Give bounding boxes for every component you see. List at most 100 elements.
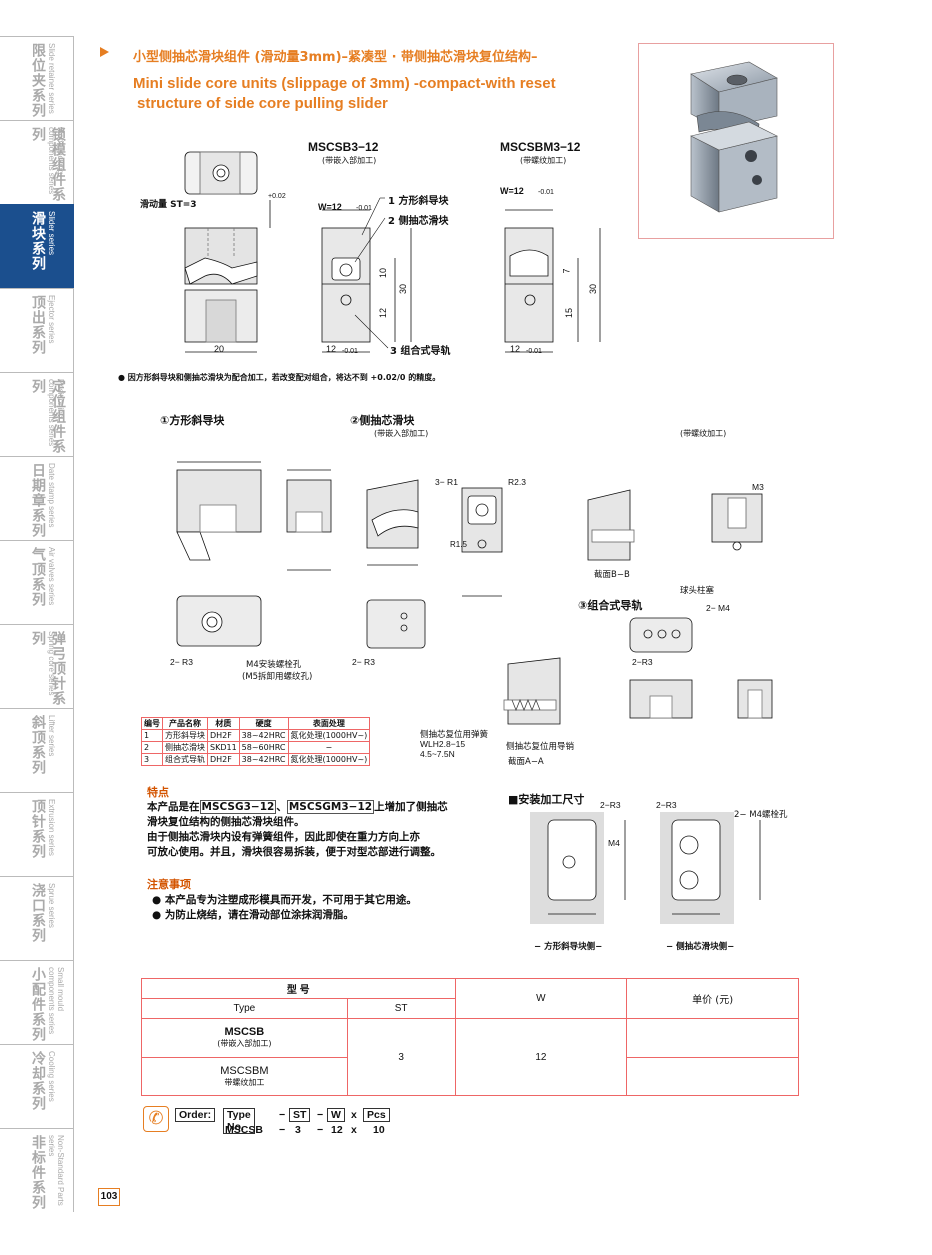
install-right-caption: − 侧抽芯滑块侧− [666, 942, 735, 952]
dim-10: 10 [378, 267, 389, 279]
table-row: 3 组合式导轨 DH2F 38~42HRC 氮化处理(1000HV~) [141, 753, 371, 766]
mat-cell: 方形斜导块 [162, 729, 208, 742]
r23-label: R2.3 [508, 477, 526, 487]
dim-12-left-tol: -0.01 [342, 348, 358, 355]
sidebar-item-label-en: Positioning components series [47, 379, 65, 447]
sidebar-item-label: 非标件系列 [30, 1135, 46, 1210]
materials-header-row: 编号 产品名称 材质 硬度 表面处理 [141, 717, 371, 730]
part2-subheading: (带嵌入部加工) [374, 429, 429, 438]
order-times: x [351, 1124, 357, 1136]
mat-cell: 58~60HRC [238, 741, 289, 754]
features-line-3: 由于侧抽芯滑块内设有弹簧组件，因此即使在重力方向上亦 [147, 831, 420, 843]
order-pcs-box: Pcs [363, 1108, 390, 1122]
materials-table: 编号 产品名称 材质 硬度 表面处理 1 方形斜导块 DH2F 38~42HRC… [141, 717, 371, 766]
part3-r3-label: 2−R3 [632, 657, 653, 667]
price-table: 型 号 W 单价 (元) Type ST MSCSB(带嵌入部加工) 3 12 … [141, 978, 799, 1096]
price-type-sub: 带螺纹加工 [224, 1077, 265, 1087]
price-h-type: Type [141, 998, 348, 1019]
stroke-label: 滑动量 ST=3 [140, 200, 197, 210]
mat-cell: DH2F [207, 729, 240, 742]
table-row: 1 方形斜导块 DH2F 38~42HRC 氮化处理(1000HV~) [141, 729, 371, 742]
m4-mount-hole-label: M4安装螺栓孔 [246, 660, 302, 670]
reset-spring-label: 侧抽芯复位用弹簧 [420, 730, 489, 740]
order-times: x [351, 1109, 357, 1121]
page-number: 103 [98, 1188, 120, 1206]
price-value-cell [626, 1018, 799, 1058]
install-left-caption: − 方形斜导块侧− [534, 942, 603, 952]
install-m4-bolt-label: 2− M4螺栓孔 [734, 810, 788, 820]
mat-cell: 组合式导轨 [162, 753, 208, 766]
mat-h-material: 材质 [207, 717, 240, 730]
mat-cell: 1 [141, 729, 163, 742]
phone-icon: ✆ [143, 1106, 169, 1132]
sidebar-item-label-en: Small mould components series [47, 967, 65, 1035]
install-r3-right: 2−R3 [656, 800, 677, 810]
features-text: 、 [276, 801, 287, 813]
sidebar-item-label: 锁模组件系列 [30, 127, 66, 202]
dim-12-right: 12 [510, 344, 521, 354]
part2-thread-subheading: (带螺纹加工) [680, 429, 727, 438]
model-mscsbm-sub: (带螺纹加工) [520, 156, 567, 165]
mat-cell: DH2F [207, 753, 240, 766]
sidebar-item-label: 弹弓顶针系列 [30, 631, 66, 706]
part3-heading: ③组合式导轨 [578, 599, 643, 612]
dim-20: 20 [214, 344, 225, 354]
sidebar-item-label: 顶针系列 [30, 799, 46, 859]
sidebar-item-label: 滑块系列 [30, 211, 46, 271]
price-h-price: 单价 (元) [626, 978, 799, 1019]
mat-cell: 38~42HRC [238, 729, 289, 742]
price-h-model: 型 号 [141, 978, 456, 999]
install-heading: ■安装加工尺寸 [508, 793, 585, 806]
r1-label: 3− R1 [435, 477, 458, 487]
title-zh: 小型侧抽芯滑块组件 (滑动量3mm)–紧凑型 · 带侧抽芯滑块复位结构– [133, 50, 538, 65]
width-label-1: W=12 [318, 202, 342, 212]
spring-spec-2: 4.5~7.5N [420, 749, 455, 759]
sidebar-item-label-en: Mode locking components series [47, 127, 65, 195]
install-m4-label: M4 [608, 838, 620, 848]
ref-mscsg-link[interactable]: MSCSG3−12 [199, 800, 277, 814]
sidebar-item-label: 斜顶系列 [30, 715, 46, 775]
sidebar-item-label-en: Date stamp series [47, 463, 56, 528]
part2-r3-label: 2− R3 [352, 657, 375, 667]
section-bb-label: 截面B−B [594, 570, 630, 580]
order-w-box: W [327, 1108, 345, 1122]
order-dash: − [317, 1109, 324, 1121]
part3-m4-label: 2− M4 [706, 603, 730, 613]
install-r3-left: 2−R3 [600, 800, 621, 810]
accuracy-note: ● 因方形斜导块和侧抽芯滑块为配合加工，若改变配对组合，将达不到 +0.02/0… [118, 373, 441, 382]
price-h-w: W [454, 978, 628, 1019]
dim-7: 7 [561, 268, 572, 274]
mat-cell: 3 [141, 753, 163, 766]
sidebar-item-label-en: Air valves series [47, 547, 56, 606]
order-example-pcs: 10 [373, 1124, 385, 1136]
order-dash: − [279, 1124, 286, 1136]
ref-mscsgm-link[interactable]: MSCSGM3−12 [286, 800, 375, 814]
mat-cell: 38~42HRC [238, 753, 289, 766]
price-type-mscsb: MSCSB(带嵌入部加工) [141, 1018, 348, 1058]
price-h-st: ST [346, 998, 456, 1019]
mat-cell: 2 [141, 741, 163, 754]
mat-cell: 氮化处理(1000HV~) [287, 729, 371, 742]
sidebar-item-label-en: Extrusion series [47, 799, 56, 856]
sidebar-item-label-en: Slide retainer series [47, 43, 56, 114]
sidebar-item-label: 气顶系列 [30, 547, 46, 607]
order-st-box: ST [289, 1108, 311, 1122]
mat-h-hardness: 硬度 [238, 717, 289, 730]
model-mscsb-label: MSCSB3−12 [308, 140, 379, 154]
